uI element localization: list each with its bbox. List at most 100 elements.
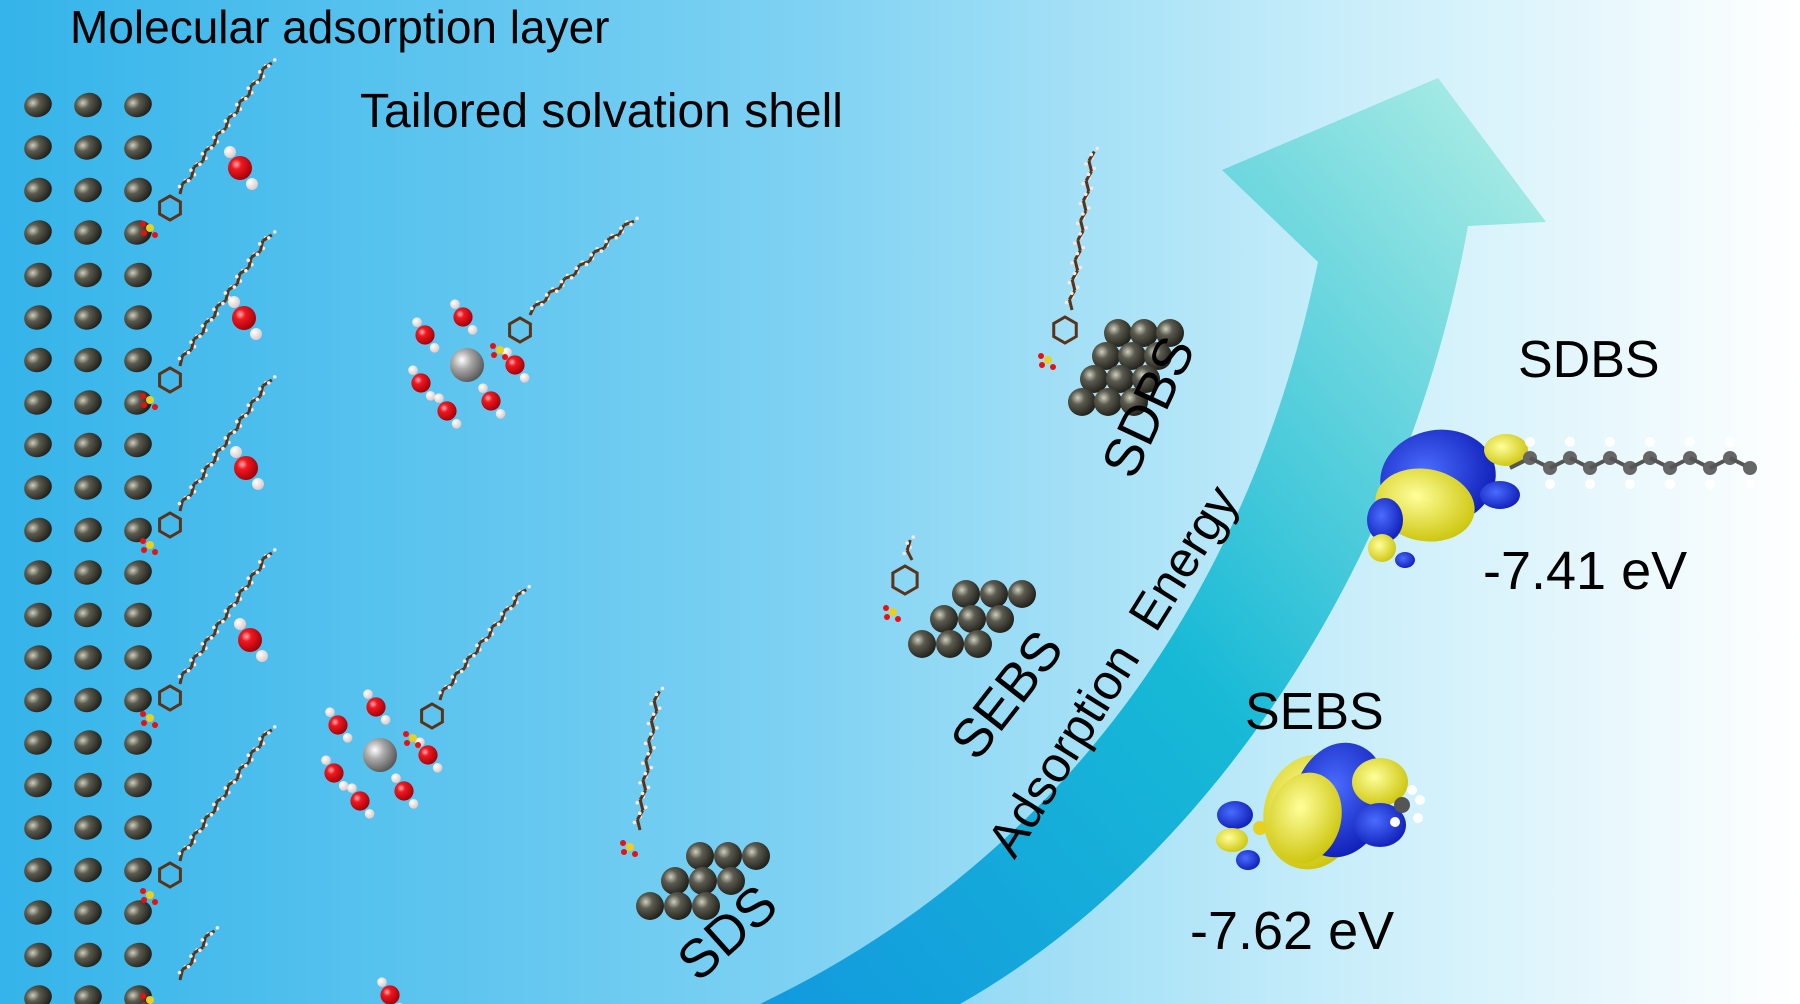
sulfonate-group: [403, 731, 421, 748]
water-molecule: [478, 383, 506, 419]
carbon-chain: [177, 725, 277, 862]
sulfonate-group: [140, 711, 158, 728]
carbon-chain: [528, 216, 639, 316]
benzene-ring: [158, 366, 182, 394]
metal-atom-layer: [24, 92, 152, 1004]
water-molecule: [347, 783, 375, 819]
metal-atom: [74, 517, 102, 543]
metal-atom: [74, 900, 102, 925]
carbon-chain: [1064, 146, 1100, 311]
water-molecule: [434, 393, 462, 429]
metal-atom: [124, 135, 152, 160]
metal-atom: [74, 305, 102, 330]
carbon-chain: [177, 230, 277, 367]
metal-atom: [74, 390, 102, 415]
sebs-energy-value: -7.62 eV: [1190, 901, 1395, 961]
sdbs-orbital-label: SDBS: [1518, 331, 1660, 389]
water-molecule: [408, 365, 436, 401]
metal-atom: [74, 177, 102, 203]
metal-atom: [24, 135, 52, 160]
water-molecule: [363, 689, 391, 725]
metal-atom: [74, 857, 102, 883]
carbon-chain: [438, 584, 531, 701]
metal-atom: [124, 177, 152, 203]
metal-atom: [74, 645, 102, 670]
hydrogen-atom: [1415, 795, 1425, 805]
metal-atom: [124, 220, 152, 245]
metal-atom: [24, 560, 52, 585]
orbital-lobe: [1236, 850, 1260, 870]
metal-atom: [74, 560, 102, 585]
benzene-ring: [158, 684, 182, 712]
metal-atom: [24, 687, 52, 713]
metal-atom: [24, 517, 52, 543]
orbital-lobe: [1216, 828, 1248, 852]
water-molecule: [325, 707, 353, 743]
carbon-chain: [632, 686, 665, 831]
hydrogen-atom: [1390, 817, 1400, 827]
metal-atom: [124, 517, 152, 543]
metal-atom: [124, 815, 152, 840]
metal-atom: [74, 432, 102, 458]
carbon-chain: [177, 548, 277, 685]
metal-atom: [74, 92, 102, 118]
solvation-shell: [363, 738, 397, 772]
metal-atom: [24, 432, 52, 458]
water-molecule: [321, 755, 349, 791]
metal-atom: [24, 900, 52, 925]
metal-atom: [124, 730, 152, 755]
metal-atom: [124, 475, 152, 500]
benzene-ring: [1052, 315, 1078, 345]
metal-atom: [74, 220, 102, 245]
water-molecule: [391, 773, 419, 809]
water-molecule: [224, 146, 258, 190]
orbital-lobe: [1484, 434, 1528, 466]
metal-cluster: [636, 842, 770, 920]
metal-atom: [124, 645, 152, 670]
orbital-lobe: [1367, 498, 1403, 542]
metal-atom: [24, 730, 52, 755]
metal-atom: [74, 602, 102, 628]
metal-atom: [24, 390, 52, 415]
metal-atom: [24, 942, 52, 968]
sulfonate-group: [490, 343, 508, 360]
metal-atom: [124, 602, 152, 628]
hydrogen-atom: [1413, 813, 1423, 823]
water-molecule: [450, 299, 478, 335]
metal-atom: [124, 560, 152, 585]
metal-atom: [124, 687, 152, 713]
water-molecule: [230, 446, 264, 490]
orbital-layer: [1216, 429, 1757, 870]
metal-atom: [24, 347, 52, 373]
adsorbate-clusters: [636, 319, 1184, 920]
metal-atom: [74, 772, 102, 798]
sulfonate-group: [140, 221, 158, 238]
metal-atom: [24, 857, 52, 883]
molecule-layer: [140, 58, 1100, 1004]
metal-atom: [24, 177, 52, 203]
metal-atom: [124, 432, 152, 458]
orbital-lobe: [1354, 803, 1406, 847]
solvation-shell: [450, 348, 484, 382]
adsorption-energy-arrow: [760, 78, 1546, 1004]
metal-cluster: [1068, 319, 1184, 416]
sulfonate-group: [620, 840, 638, 857]
metal-atom: [124, 92, 152, 118]
carbon-chain: [177, 926, 220, 981]
metal-atom: [24, 475, 52, 500]
benzene-ring: [420, 702, 444, 730]
carbon-chain: [902, 535, 916, 561]
metal-atom: [74, 815, 102, 840]
metal-atom: [24, 220, 52, 245]
metal-atom: [24, 645, 52, 670]
metal-atom: [124, 347, 152, 373]
metal-atom: [74, 687, 102, 713]
sulfonate-group: [883, 605, 901, 622]
metal-atom: [74, 942, 102, 968]
water-molecule: [412, 317, 440, 353]
sulfonate-group: [140, 888, 158, 905]
orbital-lobe: [1217, 801, 1253, 829]
